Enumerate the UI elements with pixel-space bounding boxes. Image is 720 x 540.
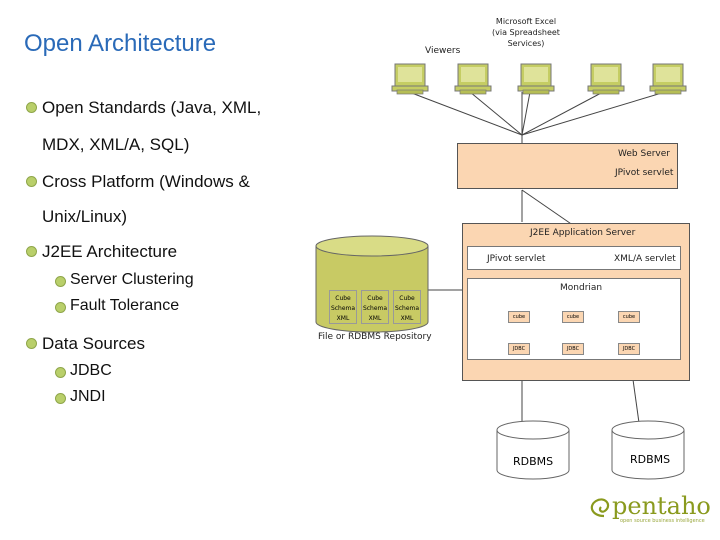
cube-schema-doc: Cube Schema XML bbox=[393, 290, 421, 324]
sub-bullet-jdbc: JDBC bbox=[70, 362, 112, 379]
bullet-dot bbox=[26, 176, 37, 187]
cube-schema-doc: Cube Schema XML bbox=[361, 290, 389, 324]
rdbms-label: RDBMS bbox=[630, 453, 671, 466]
sub-bullet-dot bbox=[55, 393, 66, 404]
bullet-cross-platform: Cross Platform (Windows & bbox=[42, 172, 250, 191]
doc-line: XML bbox=[368, 315, 382, 322]
sub-bullet-server-clustering: Server Clustering bbox=[70, 271, 194, 288]
repository-label: File or RDBMS Repository bbox=[318, 332, 432, 342]
viewers-label: Viewers bbox=[425, 46, 461, 56]
bullet-cross-platform-cont: Unix/Linux) bbox=[42, 207, 128, 226]
doc-line: Cube bbox=[367, 295, 383, 302]
bullet-j2ee: J2EE Architecture bbox=[42, 242, 178, 261]
bullet-data-sources: Data Sources bbox=[42, 334, 145, 353]
doc-line: Cube bbox=[399, 295, 415, 302]
doc-line: Cube bbox=[335, 295, 351, 302]
excel-label-line1: Microsoft Excel bbox=[495, 17, 557, 26]
sub-bullet-dot bbox=[55, 276, 66, 287]
page-title: Open Architecture bbox=[24, 30, 217, 57]
jpivot-servlet-box bbox=[467, 246, 681, 270]
cube-box: cube bbox=[508, 311, 530, 323]
doc-line: Schema bbox=[330, 305, 356, 312]
sub-bullet-jndi: JNDI bbox=[70, 388, 106, 405]
bullet-dot bbox=[26, 102, 37, 113]
web-server-label: Web Server bbox=[618, 149, 670, 159]
rdbms-label: RDBMS bbox=[513, 455, 554, 468]
pentaho-logo-text: pentaho bbox=[612, 492, 711, 520]
doc-line: Schema bbox=[362, 305, 388, 312]
sub-bullet-dot bbox=[55, 302, 66, 313]
doc-line: XML bbox=[336, 315, 350, 322]
app-server-label: J2EE Application Server bbox=[530, 228, 636, 238]
doc-line: Schema bbox=[394, 305, 420, 312]
jdbc-box: JDBC bbox=[618, 343, 640, 355]
jdbc-box: JDBC bbox=[508, 343, 530, 355]
xmla-servlet-label: XML/A servlet bbox=[614, 254, 676, 264]
sub-bullet-fault-tolerance: Fault Tolerance bbox=[70, 297, 180, 314]
cube-box: cube bbox=[618, 311, 640, 323]
jdbc-box: JDBC bbox=[562, 343, 584, 355]
pentaho-tagline: open source business intelligence bbox=[620, 518, 705, 524]
cube-box: cube bbox=[562, 311, 584, 323]
cube-schema-doc: Cube Schema XML bbox=[329, 290, 357, 324]
doc-line: XML bbox=[400, 315, 414, 322]
excel-label: Microsoft Excel (via Spreadsheet Service… bbox=[478, 16, 574, 49]
web-jpivot-servlet-label: JPivot servlet bbox=[615, 168, 674, 178]
excel-label-line2: (via Spreadsheet bbox=[492, 28, 560, 37]
app-jpivot-servlet-label: JPivot servlet bbox=[487, 254, 546, 264]
bullet-dot bbox=[26, 246, 37, 257]
excel-label-line3: Services) bbox=[507, 39, 545, 48]
bullet-open-standards-cont: MDX, XML/A, SQL) bbox=[42, 135, 190, 154]
bullet-dot bbox=[26, 338, 37, 349]
web-server-box bbox=[457, 143, 678, 189]
sub-bullet-dot bbox=[55, 367, 66, 378]
mondrian-label: Mondrian bbox=[560, 283, 603, 293]
bullet-open-standards: Open Standards (Java, XML, bbox=[42, 98, 262, 117]
